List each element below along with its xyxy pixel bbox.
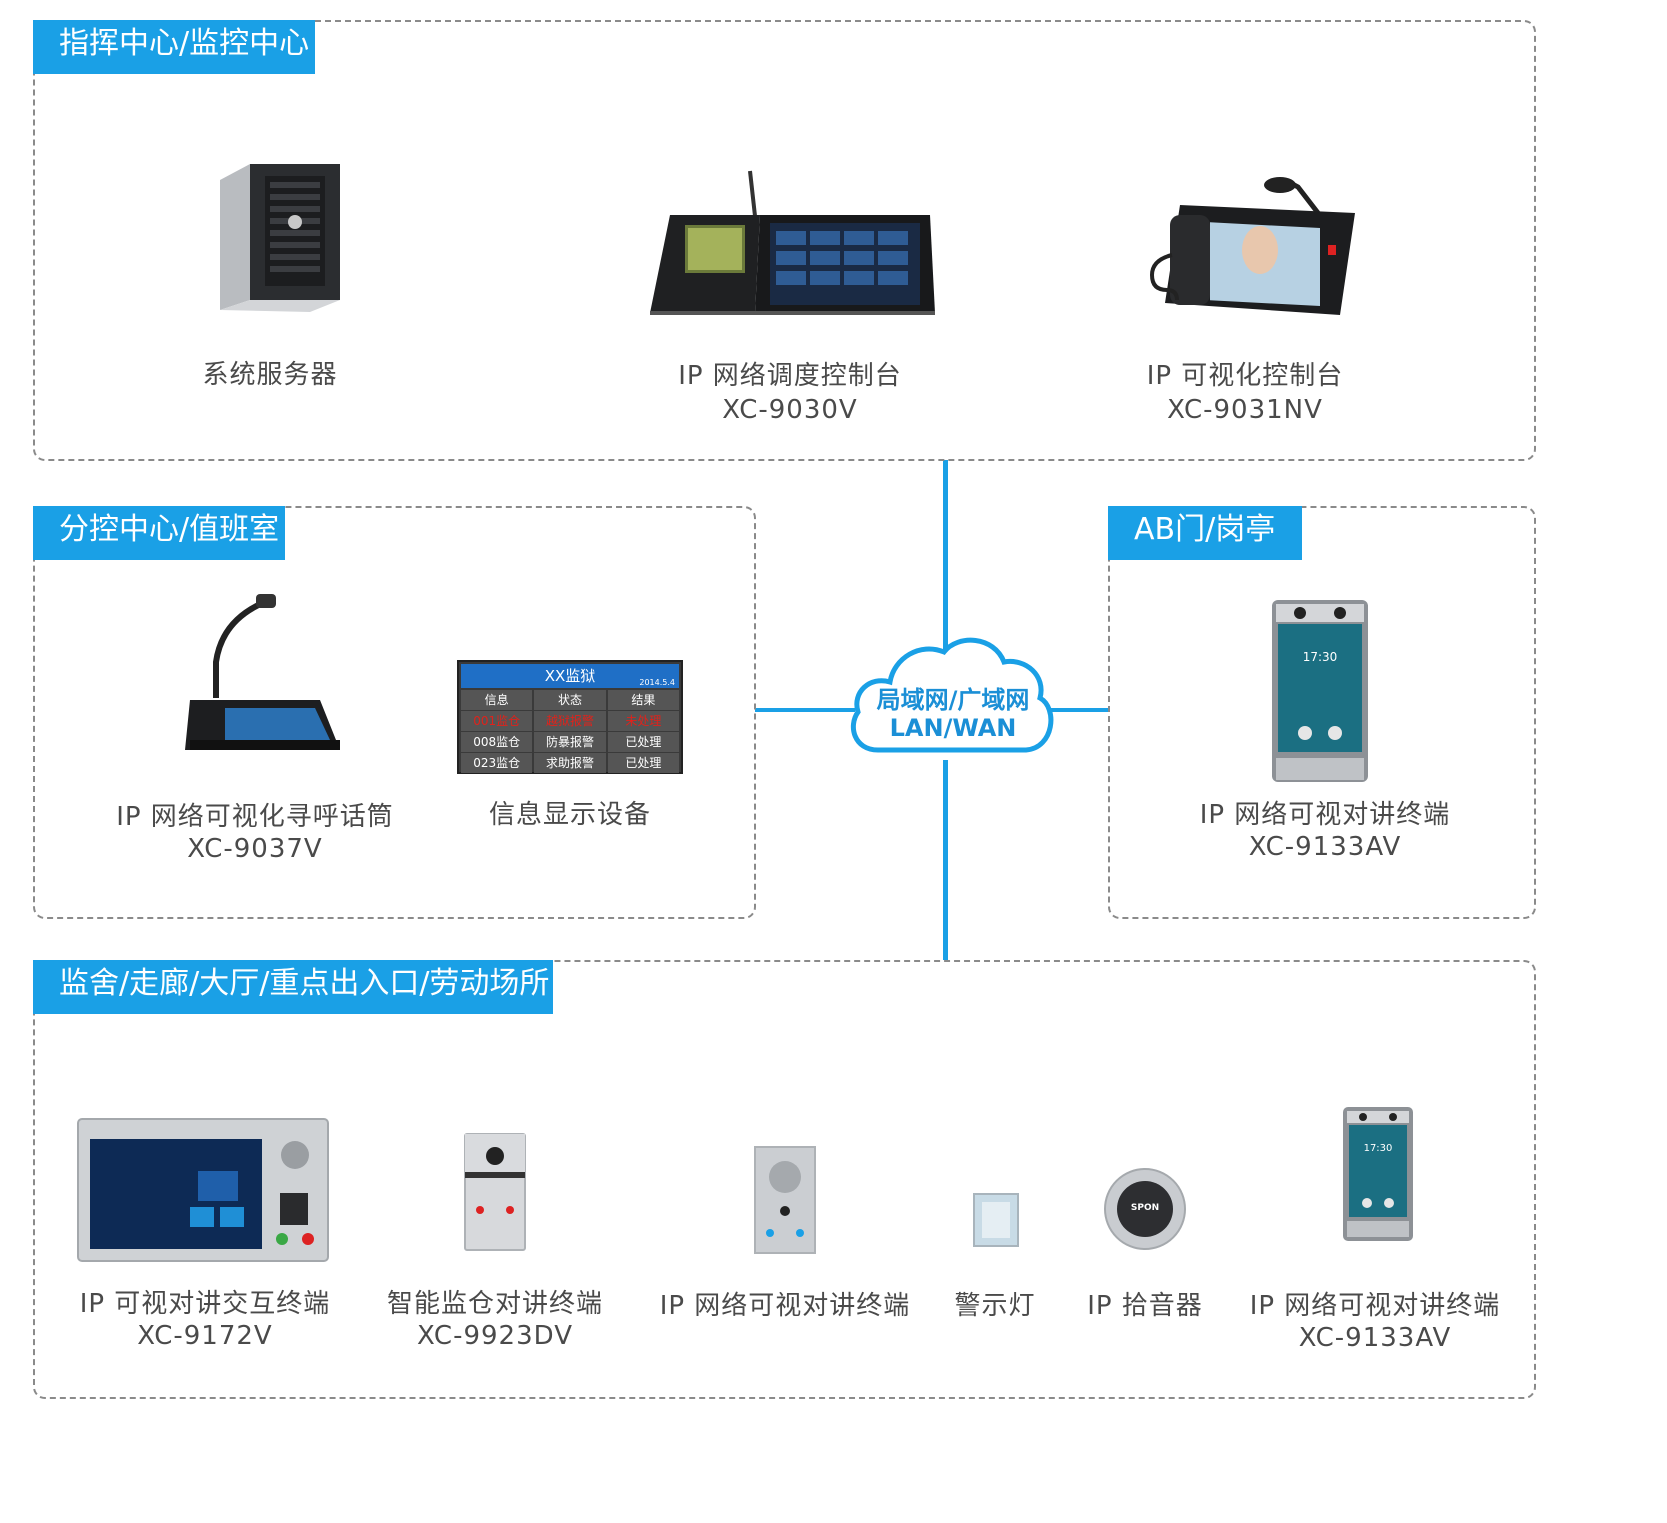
cell-terminal-name: IP 网络可视对讲终端 xyxy=(1249,1291,1501,1321)
info-display-cell: 001监仓 xyxy=(461,711,533,731)
paging-mic-icon xyxy=(185,594,340,750)
net-intercom-name: IP 网络可视对讲终端 xyxy=(659,1291,911,1321)
info-display-row: 023监仓 求助报警 已处理 xyxy=(461,753,679,773)
interactive-terminal-model: XC-9172V xyxy=(137,1321,273,1351)
info-display-date: 2014.5.4 xyxy=(639,678,675,687)
zone-title-gate: AB门/岗亭 xyxy=(1108,506,1302,560)
zone-title-branch: 分控中心/值班室 xyxy=(33,506,285,560)
cell-intercom-icon xyxy=(464,1133,526,1251)
info-display-screen: XX监狱 2014.5.4 信息 状态 结果 001监仓 越狱报警 未处理 00… xyxy=(457,660,683,774)
info-display-cell: 023监仓 xyxy=(461,753,533,773)
info-display-header-cell: 信息 xyxy=(461,690,533,710)
info-display-title: XX监狱 xyxy=(544,667,596,685)
info-display-table: 信息 状态 结果 001监仓 越狱报警 未处理 008监仓 防暴报警 已处理 0… xyxy=(461,690,679,773)
device-visual-console: IP 可视化控制台 XC-9031NV xyxy=(1110,165,1380,435)
link-line-cells xyxy=(943,760,948,960)
info-display-cell: 已处理 xyxy=(607,732,679,752)
device-interactive-terminal: IP 可视对讲交互终端 XC-9172V xyxy=(70,1115,340,1355)
info-display-header-cell: 结果 xyxy=(607,690,679,710)
server-name: 系统服务器 xyxy=(202,360,338,390)
zone-branch-control xyxy=(33,506,756,919)
gate-terminal-name: IP 网络可视对讲终端 xyxy=(1199,800,1451,830)
visual-console-model: XC-9031NV xyxy=(1167,395,1323,425)
link-line-gate xyxy=(1050,708,1110,712)
dispatch-console-model: XC-9030V xyxy=(722,395,858,425)
link-line-branch xyxy=(755,708,855,712)
gate-terminal-model: XC-9133AV xyxy=(1248,832,1402,862)
device-server: 系统服务器 xyxy=(150,150,390,420)
cell-intercom-model: XC-9923DV xyxy=(417,1321,573,1351)
device-paging-mic: IP 网络可视化寻呼话筒 XC-9037V xyxy=(110,590,400,864)
cell-intercom-name: 智能监仓对讲终端 xyxy=(386,1289,603,1319)
face-terminal-icon xyxy=(1272,600,1368,782)
device-net-intercom: IP 网络可视对讲终端 xyxy=(655,1145,915,1325)
warning-light-icon xyxy=(973,1193,1019,1247)
dispatch-console-name: IP 网络调度控制台 xyxy=(678,361,902,391)
info-display-cell: 防暴报警 xyxy=(534,732,606,752)
pickup-name: IP 拾音器 xyxy=(1087,1291,1203,1321)
device-cell-intercom: 智能监仓对讲终端 XC-9923DV xyxy=(385,1130,605,1355)
device-gate-terminal: 17:30 IP 网络可视对讲终端 XC-9133AV xyxy=(1190,598,1460,868)
info-display-cell: 未处理 xyxy=(607,711,679,731)
info-display-cell: 008监仓 xyxy=(461,732,533,752)
info-display-cell: 求助报警 xyxy=(534,753,606,773)
info-display-header-cell: 状态 xyxy=(534,690,606,710)
zone-command-center xyxy=(33,20,1536,461)
network-label-cn: 局域网/广域网 xyxy=(876,686,1030,714)
server-tower-icon xyxy=(220,164,340,312)
gate-terminal-time: 17:30 xyxy=(1302,650,1338,664)
network-label-en: LAN/WAN xyxy=(889,714,1017,742)
zone-cells xyxy=(33,960,1536,1399)
device-warning-light: 警示灯 xyxy=(940,1190,1050,1325)
pickup-brand: SPON xyxy=(1130,1203,1160,1213)
paging-mic-model: XC-9037V xyxy=(187,834,323,864)
info-display-row: 008监仓 防暴报警 已处理 xyxy=(461,732,679,752)
info-display-name: 信息显示设备 xyxy=(488,800,651,830)
zone-ab-gate xyxy=(1108,506,1536,919)
zone-title-cells: 监舍/走廊/大厅/重点出入口/劳动场所 xyxy=(33,960,553,1014)
network-cloud: 局域网/广域网 LAN/WAN xyxy=(848,628,1058,768)
paging-mic-name: IP 网络可视化寻呼话筒 xyxy=(116,802,394,832)
info-display-cell: 已处理 xyxy=(607,753,679,773)
device-pickup: SPON IP 拾音器 xyxy=(1075,1165,1215,1325)
cell-terminal-model: XC-9133AV xyxy=(1298,1323,1452,1353)
visual-console-name: IP 可视化控制台 xyxy=(1146,361,1344,391)
interactive-terminal-name: IP 可视对讲交互终端 xyxy=(79,1289,331,1319)
pickup-microphone-icon xyxy=(1104,1168,1186,1250)
dispatch-console-icon xyxy=(650,170,935,315)
device-cell-terminal: 17:30 IP 网络可视对讲终端 XC-9133AV xyxy=(1245,1105,1505,1360)
cloud-icon xyxy=(850,637,1054,753)
zone-title-command: 指挥中心/监控中心 xyxy=(33,20,315,74)
info-display-cell: 越狱报警 xyxy=(534,711,606,731)
link-line-command xyxy=(943,460,948,660)
net-intercom-icon xyxy=(754,1146,816,1254)
visual-console-icon xyxy=(1149,177,1355,315)
info-display-row: 信息 状态 结果 xyxy=(461,690,679,710)
device-dispatch-console: IP 网络调度控制台 XC-9030V xyxy=(630,165,950,435)
device-info-display: XX监狱 2014.5.4 信息 状态 结果 001监仓 越狱报警 未处理 00… xyxy=(455,660,685,860)
info-display-header: XX监狱 2014.5.4 xyxy=(461,664,679,688)
interactive-terminal-icon xyxy=(77,1118,329,1262)
warning-light-name: 警示灯 xyxy=(954,1291,1036,1321)
info-display-row: 001监仓 越狱报警 未处理 xyxy=(461,711,679,731)
cell-terminal-time: 17:30 xyxy=(1363,1143,1393,1154)
face-terminal-icon xyxy=(1343,1107,1413,1241)
